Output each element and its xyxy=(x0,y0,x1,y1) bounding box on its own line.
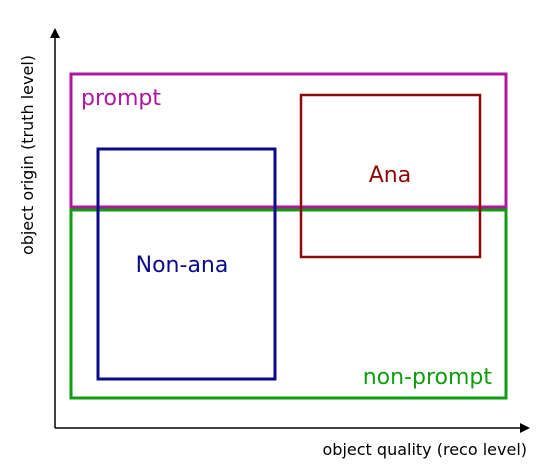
ana-region xyxy=(299,93,482,259)
prompt-region xyxy=(69,72,508,209)
non-prompt-region xyxy=(69,208,508,400)
non-ana-label: Non-ana xyxy=(136,253,229,278)
y-axis-label: object origin (truth level) xyxy=(18,55,37,255)
prompt-label: prompt xyxy=(81,86,161,111)
x-axis-label: object quality (reco level) xyxy=(323,440,527,459)
non-ana-region xyxy=(96,147,277,381)
non-prompt-label: non-prompt xyxy=(363,365,493,390)
ana-label: Ana xyxy=(369,163,411,188)
